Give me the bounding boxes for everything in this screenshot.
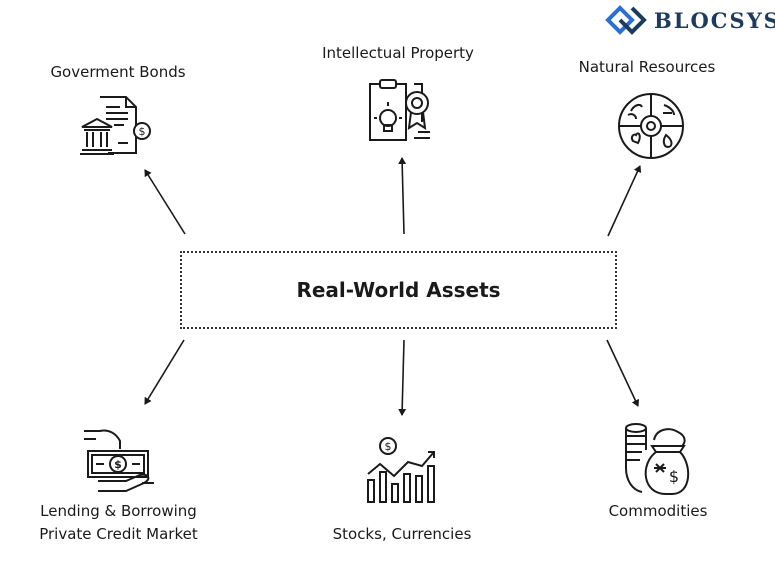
bank-document-dollar-icon: $ [80,96,151,155]
arrow-to-natural [607,165,642,237]
center-title: Real-World Assets [296,278,501,302]
label-ip: Intellectual Property [322,44,474,62]
svg-text:$: $ [385,440,392,453]
svg-text:$: $ [669,467,679,486]
label-natural: Natural Resources [578,58,716,76]
label-commodities: Commodities [608,502,708,520]
arrow-to-stocks [398,339,407,416]
logo-text: BLOCSYS [654,7,775,33]
label-stocks: Stocks, Currencies [332,525,472,543]
label-lending-line2: Private Credit Market [39,525,198,543]
hand-money-icon: $ [84,429,154,492]
label-bonds: Goverment Bonds [50,63,186,81]
patent-certificate-icon [369,79,430,141]
blocsys-diamond-icon [605,5,647,35]
arrow-to-ip [398,157,407,235]
svg-text:$: $ [139,125,146,138]
arrow-to-commodities [606,339,640,407]
svg-text:$: $ [114,458,122,471]
arrow-to-bonds [144,169,186,235]
coins-sack-icon: $ [625,423,690,495]
label-lending-line1: Lending & Borrowing [40,502,197,520]
stock-chart-icon: $ [367,437,435,503]
center-box: Real-World Assets [180,251,617,329]
blocsys-logo: BLOCSYS [605,4,775,36]
arrow-to-lending [144,339,185,405]
resources-circle-icon [618,93,684,159]
